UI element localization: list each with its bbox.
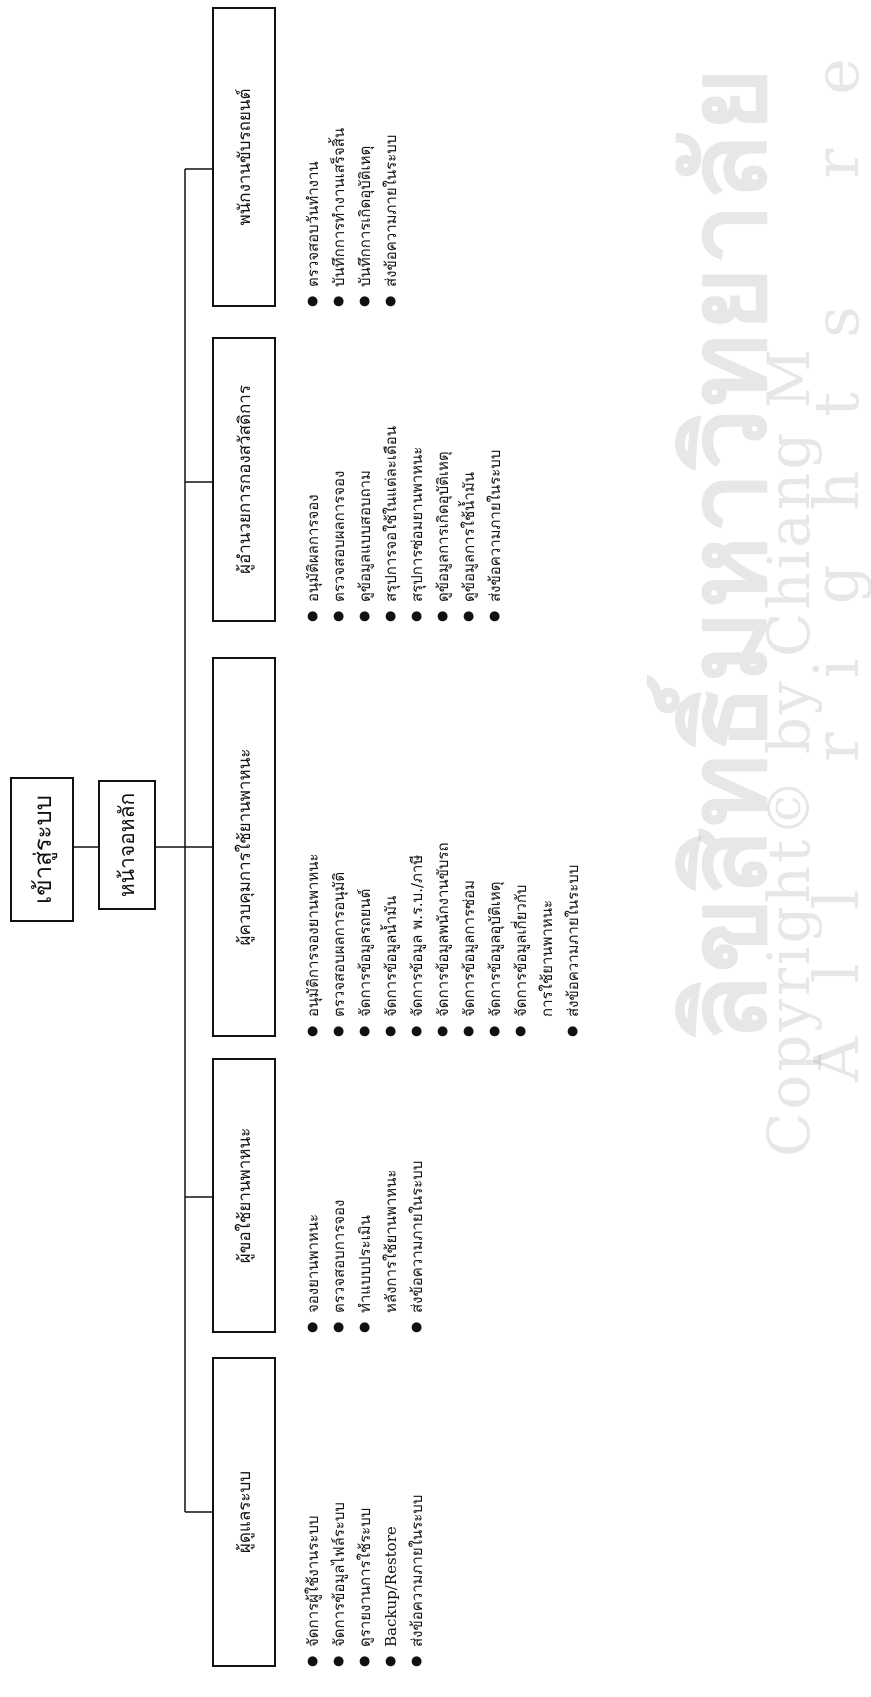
- role-controller-box: ผู้ควบคุมการใช้ยานพาหนะ: [212, 657, 276, 1037]
- role-admin-items: จัดการผู้ใช้งานระบบ จัดการข้อมูลไฟล์ระบบ…: [300, 1495, 430, 1667]
- list-item: ดูข้อมูลการเกิดอุบัติเหตุ: [430, 426, 456, 622]
- role-driver-box: พนักงานขับรถยนต์: [212, 7, 276, 307]
- list-item: จัดการข้อมูลอุบัติเหตุ: [482, 842, 508, 1037]
- list-item: บันทึกการทำงานเสร็จสิ้น: [326, 128, 352, 307]
- list-item: ดูข้อมูลการใช้น้ำมัน: [456, 426, 482, 622]
- role-director-title: ผู้อำนวยการกองสวัสดิการ: [234, 385, 255, 574]
- main-screen-label: หน้าจอหลัก: [114, 792, 139, 898]
- list-item: จัดการผู้ใช้งานระบบ: [300, 1495, 326, 1667]
- list-item: สรุปการซ่อมยานพาหนะ: [404, 426, 430, 622]
- list-item: ส่งข้อความภายในระบบ: [378, 128, 404, 307]
- list-item: สรุปการจอใช้ในแต่ละเดือน: [378, 426, 404, 622]
- list-item: ตรวจสอบผลการอนุมัติ: [326, 842, 352, 1037]
- list-item-continuation: การใช้ยานพาหนะ: [538, 899, 556, 1017]
- list-item: ส่งข้อความภายในระบบ: [482, 426, 508, 622]
- list-item: จัดการข้อมูล พ.ร.บ./ภาษี: [404, 842, 430, 1037]
- role-driver-title: พนักงานขับรถยนต์: [234, 88, 255, 226]
- login-label: เข้าสู่ระบบ: [28, 795, 57, 904]
- list-item: ดูข้อมูลแบบสอบถาม: [352, 426, 378, 622]
- list-item: Backup/Restore: [378, 1495, 404, 1667]
- login-box: เข้าสู่ระบบ: [10, 777, 74, 922]
- list-item: ส่งข้อความภายในระบบ: [560, 842, 586, 1037]
- list-item: ส่งข้อความภายในระบบ: [404, 1495, 430, 1667]
- list-item: จัดการข้อมูลเกี่ยวกับ: [508, 842, 534, 1037]
- list-item: จัดการข้อมูลการซ่อม: [456, 842, 482, 1037]
- list-item: ตรวจสอบผลการจอง: [326, 426, 352, 622]
- list-item: อนุมัติการจองยานพาหนะ: [300, 842, 326, 1037]
- list-item: ดูรายงานการใช้ระบบ: [352, 1495, 378, 1667]
- role-driver-items: ตรวจสอบวันทำงาน บันทึกการทำงานเสร็จสิ้น …: [300, 128, 404, 307]
- role-admin-box: ผู้ดูแลระบบ: [212, 1357, 276, 1667]
- list-item: ส่งข้อความภายในระบบ: [404, 1161, 430, 1333]
- list-item: จัดการข้อมูลรถยนต์: [352, 842, 378, 1037]
- role-director-items: อนุมัติผลการจอง ตรวจสอบผลการจอง ดูข้อมูล…: [300, 426, 508, 622]
- role-director-box: ผู้อำนวยการกองสวัสดิการ: [212, 337, 276, 622]
- list-item: ตรวจสอบวันทำงาน: [300, 128, 326, 307]
- list-item-continuation: หลังการใช้ยานพาหนะ: [382, 1169, 400, 1313]
- list-item: อนุมัติผลการจอง: [300, 426, 326, 622]
- list-item: จัดการข้อมูลน้ำมัน: [378, 842, 404, 1037]
- role-controller-items: อนุมัติการจองยานพาหนะ ตรวจสอบผลการอนุมัต…: [300, 842, 586, 1037]
- list-item: จองยานพาหนะ: [300, 1161, 326, 1333]
- role-requester-items: จองยานพาหนะ ตรวจสอบการจอง ทำแบบประเมิน ห…: [300, 1161, 430, 1333]
- main-screen-box: หน้าจอหลัก: [98, 780, 156, 910]
- role-requester-box: ผู้ขอใช้ยานพาหนะ: [212, 1058, 276, 1333]
- list-item: ตรวจสอบการจอง: [326, 1161, 352, 1333]
- list-item: ทำแบบประเมิน: [352, 1161, 378, 1333]
- list-item: บันทึกการเกิดอุบัติเหตุ: [352, 128, 378, 307]
- role-controller-title: ผู้ควบคุมการใช้ยานพาหนะ: [234, 748, 255, 946]
- list-item: จัดการข้อมูลไฟล์ระบบ: [326, 1495, 352, 1667]
- role-requester-title: ผู้ขอใช้ยานพาหนะ: [234, 1127, 255, 1264]
- role-admin-title: ผู้ดูแลระบบ: [234, 1470, 255, 1554]
- list-item: จัดการข้อมูลพนักงานขับรถ: [430, 842, 456, 1037]
